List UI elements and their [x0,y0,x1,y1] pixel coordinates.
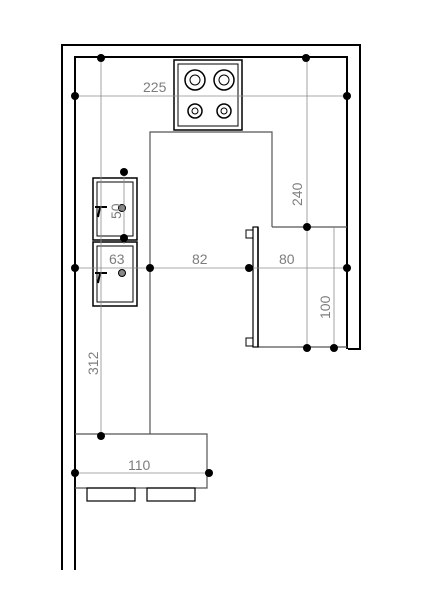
dim-label-aisle: 82 [192,251,208,267]
dimension-markers [71,54,351,477]
outer-wall [61,44,361,570]
cooktop-4-burner-icon [173,59,243,131]
dim-label-appliance-depth: 100 [317,295,333,319]
dimension-lines [75,57,347,474]
sink-lower [92,241,138,307]
walls [61,44,361,570]
dim-label-top-counter: 225 [143,79,167,95]
counters [75,131,347,489]
dim-label-bar-counter: 110 [128,457,151,473]
sink-icon [92,177,138,307]
dim-label-sink-large: 63 [109,251,125,267]
bar-counter-outline [75,433,208,489]
dim-label-sink-small: 50 [108,203,124,219]
dimension-labels: 225 240 50 63 82 80 100 312 110 [85,79,333,473]
inner-wall [74,56,348,570]
sink-upper [92,177,138,241]
left-counter-edge [149,131,273,434]
appliance-icon [245,226,259,348]
dim-label-appliance-width: 80 [279,251,295,267]
dim-label-left-run: 312 [85,351,101,375]
dim-label-right-run: 240 [289,182,305,206]
bar-stool-icon [86,487,196,502]
